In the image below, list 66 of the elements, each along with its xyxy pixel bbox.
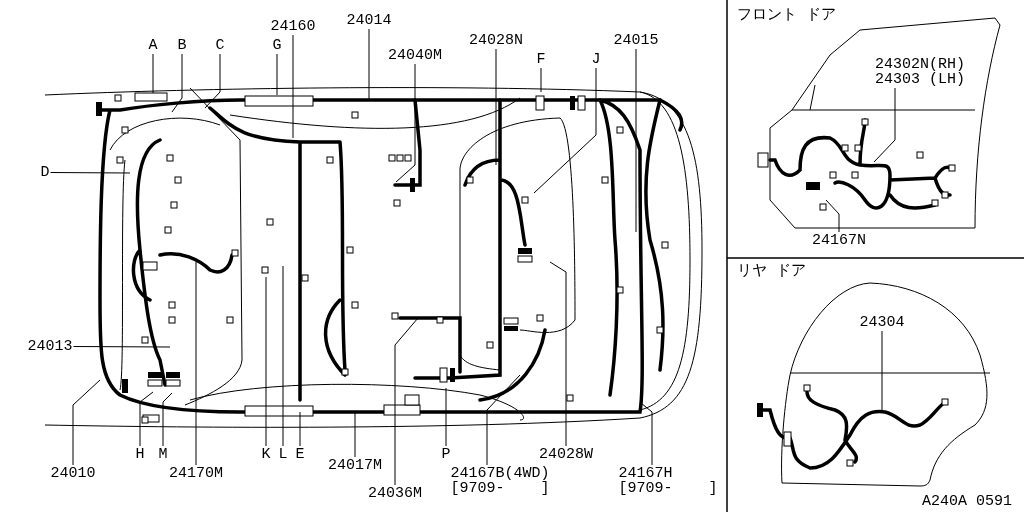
date-note: 24303 (LH) (875, 72, 965, 87)
callout-number: P (441, 447, 451, 462)
view-title: フロント ドア (737, 8, 836, 23)
callout-number: 24014 (346, 13, 392, 28)
date-note: [9709- ] (450, 481, 550, 496)
date-note: [9709- ] (618, 481, 718, 496)
callout-number: 24010 (50, 466, 96, 481)
rear-door-harness-drawing (757, 384, 949, 470)
callout-number: 24013 (27, 339, 73, 354)
leader-line (265, 276, 267, 447)
leader-line (486, 374, 521, 466)
leader-line (394, 317, 419, 486)
leader-line (282, 265, 284, 447)
leader-line (635, 48, 637, 233)
leader-line (395, 63, 416, 183)
callout-number: 24167H (618, 466, 674, 481)
callout-number: H (135, 447, 145, 462)
callout-number: 24015 (613, 33, 659, 48)
leader-line (445, 387, 447, 447)
leader-line (152, 53, 154, 94)
leader-line (495, 48, 497, 166)
callout-number: J (591, 52, 601, 67)
leader-line (195, 261, 197, 466)
callout-number: 24167B(4WD) (450, 466, 550, 481)
leader-line (825, 199, 840, 233)
callout-number: A (148, 38, 158, 53)
leader-line (72, 379, 101, 466)
callout-number: M (158, 447, 168, 462)
leader-line (881, 330, 883, 411)
callout-number: 24160 (270, 19, 316, 34)
callout-number: F (536, 52, 546, 67)
callout-number: G (272, 38, 282, 53)
leader-line (292, 34, 294, 139)
leader-line (73, 346, 171, 348)
callout-number: E (295, 447, 305, 462)
callout-number: 24302N(RH) (875, 57, 965, 72)
callout-number: L (278, 447, 288, 462)
front-door-harness-drawing (757, 118, 956, 211)
leader-line (533, 67, 597, 194)
leader-line (354, 412, 356, 458)
callout-number: B (177, 38, 187, 53)
leader-line (873, 87, 896, 163)
callout-number: 24170M (169, 466, 223, 481)
view-title: リヤ ドア (737, 264, 806, 279)
callout-number: 24028W (539, 447, 593, 462)
drawing-code: A240A 0591 (922, 494, 1012, 509)
callout-number: 24304 (859, 315, 905, 330)
leader-line (162, 392, 173, 447)
leader-line (549, 261, 567, 447)
leader-line (139, 391, 154, 447)
callout-number: K (261, 447, 271, 462)
leader-line (640, 402, 653, 466)
callout-number: 24167N (812, 233, 866, 248)
callout-number: C (215, 38, 225, 53)
leader-line (204, 53, 221, 109)
leader-line (368, 28, 370, 101)
leader-line (540, 67, 542, 93)
leader-line (171, 53, 183, 113)
callout-number: D (40, 165, 50, 180)
callout-number: 24017M (328, 458, 382, 473)
callout-number: 24028N (469, 33, 523, 48)
callout-number: 24040M (388, 48, 442, 63)
leader-line (276, 53, 278, 96)
leader-line (299, 411, 301, 447)
callout-number: 24036M (368, 486, 422, 501)
leader-line (50, 172, 131, 174)
